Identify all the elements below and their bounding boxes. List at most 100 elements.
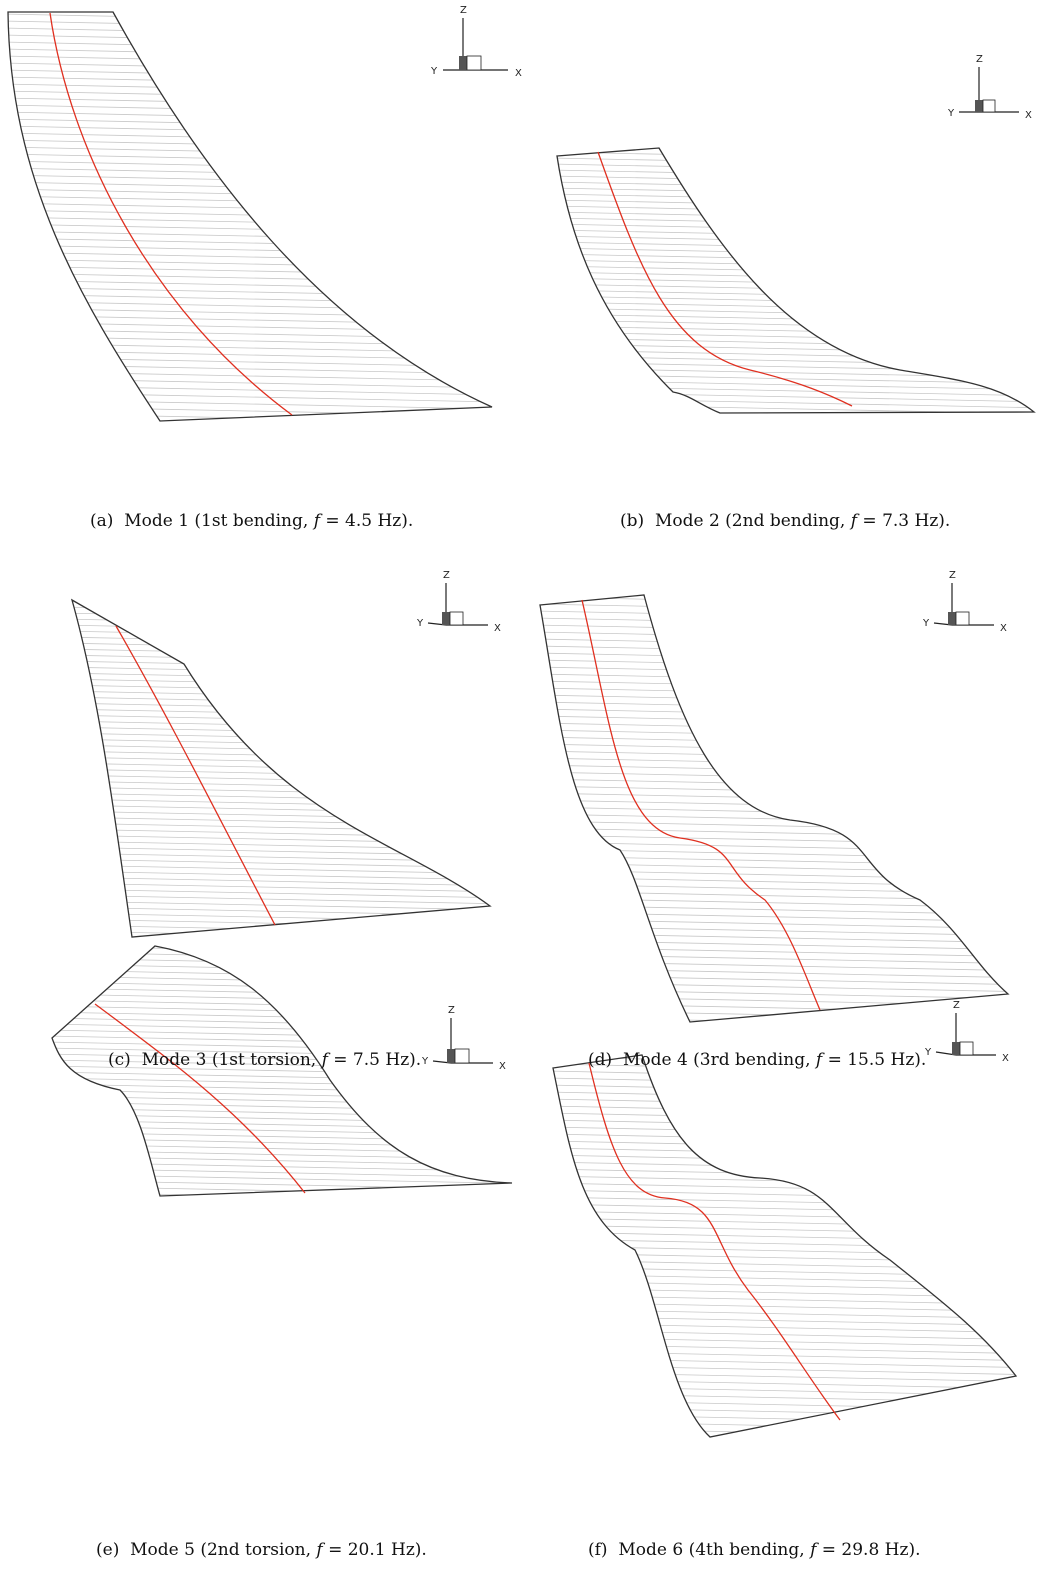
mesh-line bbox=[60, 943, 500, 952]
mesh-line bbox=[72, 900, 490, 911]
mesh-line bbox=[45, 1198, 520, 1208]
panel-b-mode-shape: Z Y X bbox=[556, 54, 1036, 414]
mesh-line bbox=[557, 349, 1034, 361]
caption-tag: (f) bbox=[588, 1540, 608, 1560]
mesh-line bbox=[557, 301, 1034, 313]
caption-tag: (d) bbox=[588, 1050, 613, 1070]
mesh-line bbox=[540, 841, 1008, 852]
mesh-line bbox=[557, 271, 1034, 283]
panel-c-outline bbox=[70, 598, 492, 938]
mesh-line bbox=[553, 1273, 1016, 1284]
y-axis-label: Y bbox=[416, 618, 424, 629]
mesh-line bbox=[72, 930, 490, 937]
x-axis-label: X bbox=[494, 623, 501, 634]
caption-f: (f) Mode 6 (4th bending, f = 29.8 Hz). bbox=[588, 1540, 921, 1560]
caption-var: f bbox=[321, 1050, 328, 1070]
mesh-line bbox=[72, 864, 490, 875]
caption-tag: (a) bbox=[90, 511, 114, 531]
mesh-line bbox=[557, 385, 1034, 397]
mesh-line bbox=[557, 337, 1034, 349]
mesh-line bbox=[557, 319, 1034, 331]
panel-c-mode-shape: Z Y X bbox=[60, 570, 501, 952]
mesh-line bbox=[0, 0, 520, 10]
caption-text: Mode 6 (4th bending, bbox=[618, 1540, 805, 1560]
mesh-line bbox=[52, 1137, 512, 1148]
mesh-line bbox=[52, 969, 512, 980]
mesh-line bbox=[553, 1238, 1016, 1249]
mesh-line bbox=[557, 229, 1034, 241]
mesh-line bbox=[553, 1245, 1016, 1256]
panel-d-spar-line bbox=[581, 599, 821, 1011]
mesh-line bbox=[557, 223, 1034, 235]
mesh-line bbox=[557, 325, 1034, 337]
mesh-line bbox=[553, 1294, 1016, 1305]
mesh-line bbox=[8, 293, 492, 305]
panel-a-axis-triad: Z Y X bbox=[430, 5, 522, 79]
mesh-line bbox=[557, 181, 1034, 193]
mesh-line bbox=[52, 1023, 512, 1034]
mesh-line bbox=[557, 295, 1034, 307]
mesh-line bbox=[557, 391, 1034, 403]
panel-e-outline bbox=[51, 945, 513, 1197]
mesh-line bbox=[557, 409, 1034, 413]
panel-e-spar-line bbox=[94, 1003, 306, 1194]
mesh-line bbox=[52, 1143, 512, 1154]
caption-b: (b) Mode 2 (2nd bending, f = 7.3 Hz). bbox=[620, 511, 950, 531]
mesh-line bbox=[8, 286, 492, 298]
panel-e-axis-triad: Z Y X bbox=[421, 1005, 506, 1072]
z-axis-label: Z bbox=[949, 570, 956, 581]
panel-d-axis-triad: Z Y X bbox=[922, 570, 1007, 634]
mesh-line bbox=[52, 1095, 512, 1106]
panel-c-axis-triad: Z Y X bbox=[416, 570, 501, 634]
mesh-line bbox=[535, 1024, 1015, 1034]
mesh-line bbox=[0, 427, 520, 437]
caption-tag: (e) bbox=[96, 1540, 120, 1560]
mesh-line bbox=[8, 335, 492, 347]
mesh-line bbox=[557, 307, 1034, 319]
x-axis-label: X bbox=[1025, 110, 1032, 121]
mesh-line bbox=[553, 1280, 1016, 1291]
mesh-line bbox=[557, 277, 1034, 289]
caption-text: Mode 3 (1st torsion, bbox=[141, 1050, 317, 1070]
mesh-line bbox=[553, 1406, 1016, 1417]
panel-b-outline bbox=[556, 147, 1036, 414]
panel-f-axis-triad: Z Y X bbox=[924, 1000, 1009, 1064]
mesh-line bbox=[540, 862, 1008, 873]
mesh-line bbox=[557, 265, 1034, 277]
mesh-line bbox=[52, 963, 512, 974]
y-axis-label: Y bbox=[924, 1047, 932, 1058]
x-axis-label: X bbox=[499, 1061, 506, 1072]
mesh-line bbox=[8, 377, 492, 389]
caption-text: Mode 1 (1st bending, bbox=[124, 511, 309, 531]
caption-e: (e) Mode 5 (2nd torsion, f = 20.1 Hz). bbox=[96, 1540, 427, 1560]
mesh-line bbox=[540, 855, 1008, 866]
caption-tag: (c) bbox=[108, 1050, 131, 1070]
mesh-line bbox=[52, 1125, 512, 1136]
mesh-line bbox=[8, 300, 492, 312]
mesh-line bbox=[557, 355, 1034, 367]
mesh-line bbox=[557, 361, 1034, 373]
mesh-line bbox=[557, 283, 1034, 295]
x-axis-label: X bbox=[1002, 1053, 1009, 1064]
mesh-line bbox=[52, 946, 512, 950]
mesh-line bbox=[557, 313, 1034, 325]
mesh-line bbox=[557, 148, 1034, 151]
mesh-line bbox=[52, 1107, 512, 1118]
caption-value: = 4.5 Hz). bbox=[325, 511, 414, 531]
mesh-line bbox=[540, 1002, 1008, 1013]
z-axis-label: Z bbox=[443, 570, 450, 581]
mesh-line bbox=[557, 247, 1034, 259]
mesh-line bbox=[557, 241, 1034, 253]
mesh-line bbox=[553, 1266, 1016, 1277]
mesh-line bbox=[557, 397, 1034, 409]
mesh-line bbox=[72, 924, 490, 935]
mesh-line bbox=[557, 199, 1034, 211]
caption-var: f bbox=[815, 1050, 823, 1070]
mesh-line bbox=[540, 890, 1008, 901]
mesh-line bbox=[52, 957, 512, 968]
mesh-line bbox=[52, 1131, 512, 1142]
mesh-line bbox=[557, 151, 1034, 163]
mesh-line bbox=[553, 1301, 1016, 1312]
mesh-line bbox=[557, 253, 1034, 265]
